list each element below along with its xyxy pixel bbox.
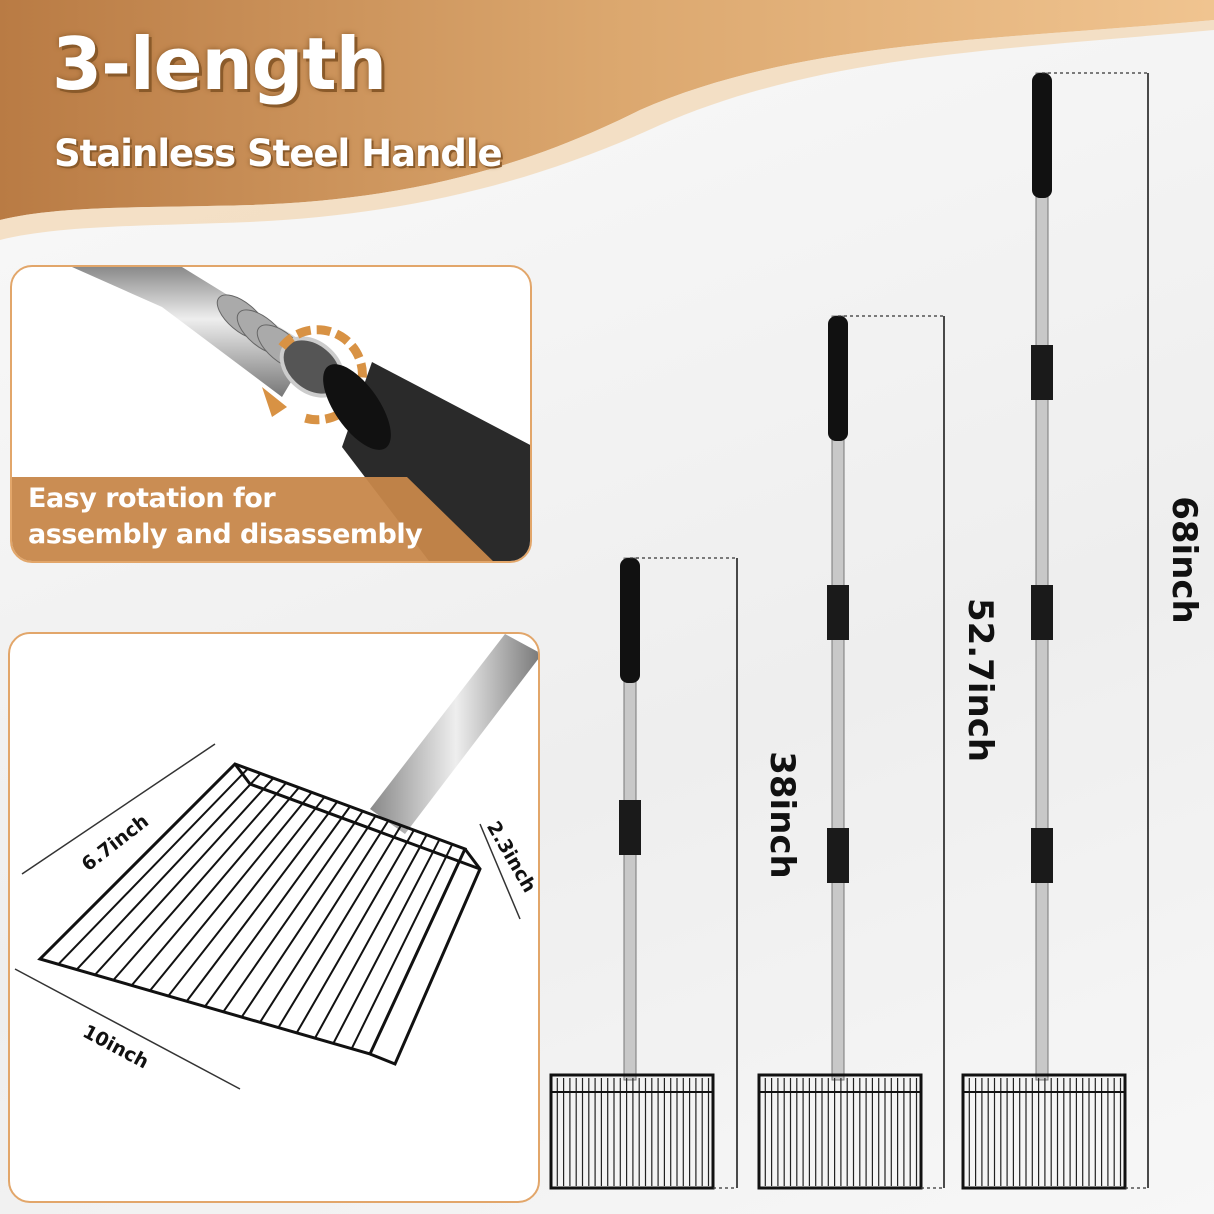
grip [1032, 73, 1052, 198]
grip [828, 316, 848, 441]
joint [827, 585, 849, 640]
assembly-caption: Easy rotation for assembly and disassemb… [28, 481, 423, 553]
handle-connection-illustration [12, 267, 530, 561]
joint [1031, 345, 1053, 400]
header-banner [0, 0, 1214, 240]
caption-line-1: Easy rotation for [28, 483, 276, 514]
scoop-basket [549, 1073, 715, 1190]
grip [620, 558, 640, 683]
scoop-dimensions-panel: 6.7inch 2.3inch 10inch [8, 632, 540, 1203]
joint [1031, 828, 1053, 883]
page-title: 3-length [52, 22, 387, 106]
rotation-arrow-icon [278, 325, 367, 425]
scooper-0 [549, 557, 738, 1190]
joint [827, 828, 849, 883]
joint [619, 800, 641, 855]
length-label-medium: 52.7inch [960, 597, 1001, 763]
scoop-basket [961, 1073, 1127, 1190]
scooper-1 [757, 315, 945, 1190]
scoop-illustration [14, 634, 538, 1090]
page-subtitle: Stainless Steel Handle [54, 132, 503, 175]
joint [1031, 585, 1053, 640]
caption-line-2: assembly and disassembly [28, 519, 423, 550]
length-label-long: 68inch [1163, 496, 1204, 624]
scooper-2 [961, 72, 1149, 1190]
length-label-short: 38inch [761, 751, 802, 879]
steel-handle [1035, 72, 1049, 1081]
scoop-basket [757, 1073, 923, 1190]
assembly-panel: Easy rotation for assembly and disassemb… [10, 265, 532, 563]
